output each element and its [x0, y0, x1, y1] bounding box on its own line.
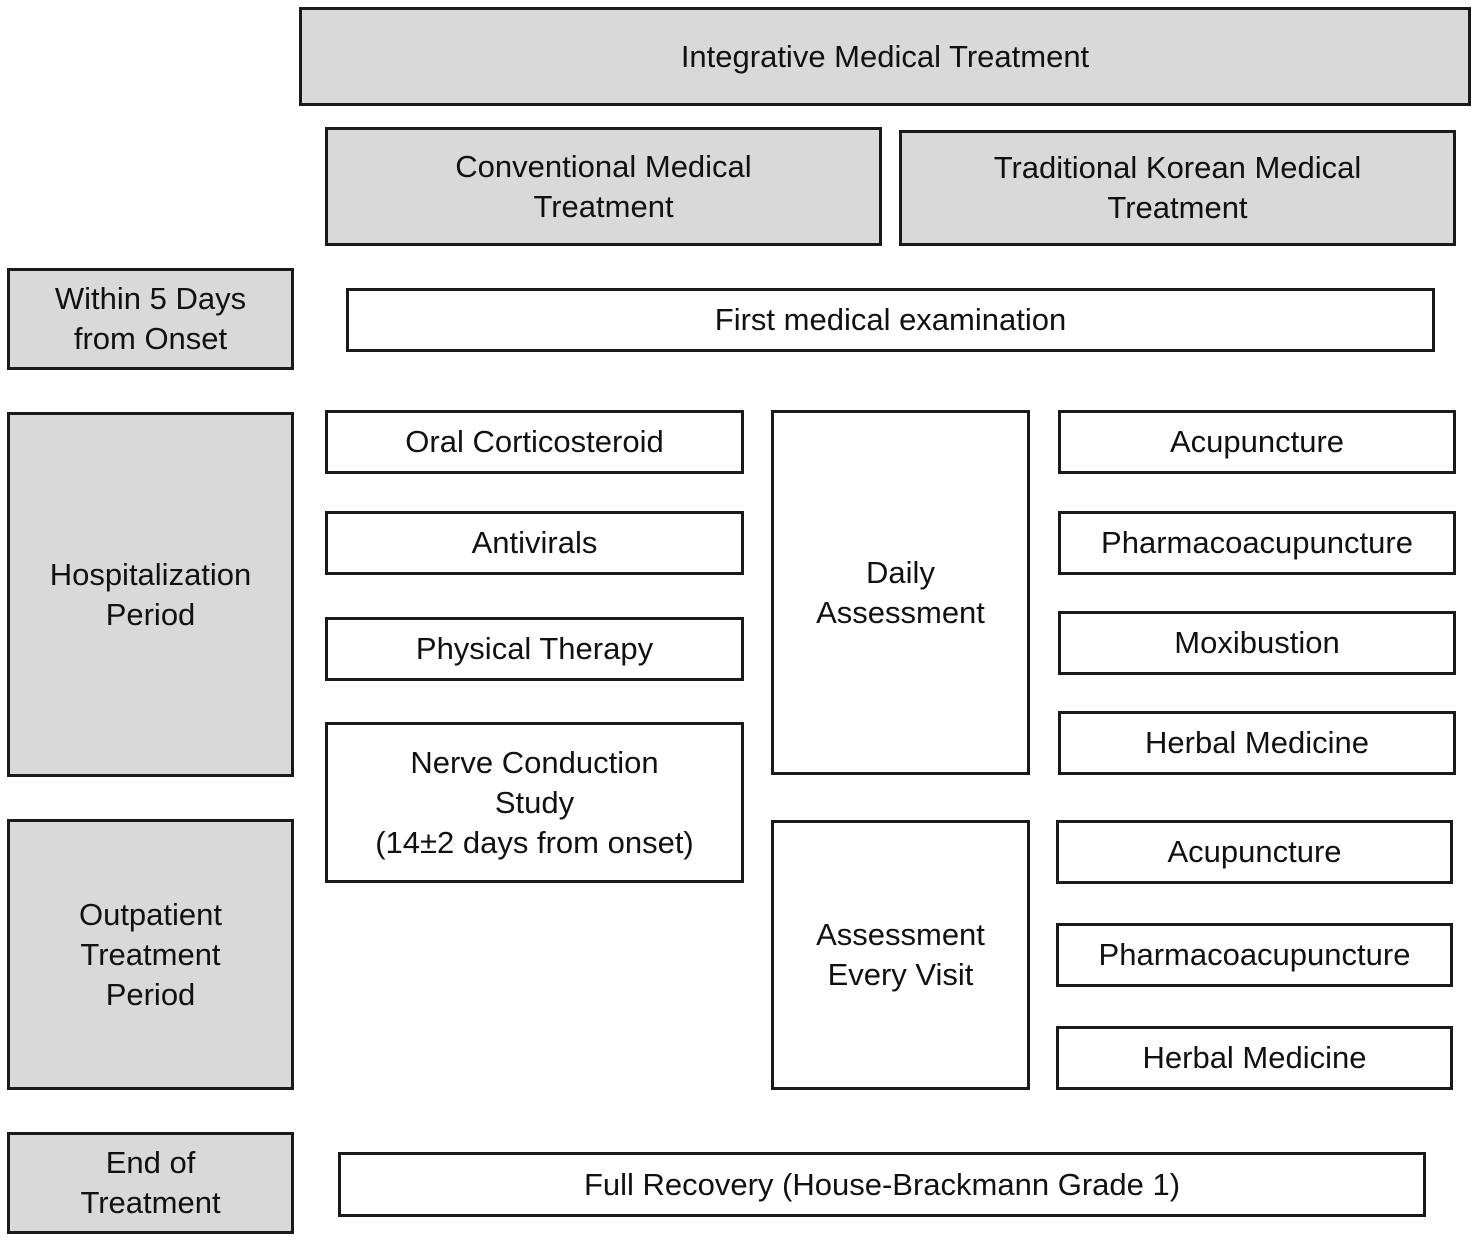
hospital-herbal-medicine-box: Herbal Medicine: [1058, 711, 1456, 775]
phase-end-label: End of Treatment: [80, 1145, 221, 1220]
first-exam-label: First medical examination: [714, 302, 1067, 337]
nerve-conduction-study-label: Nerve Conduction Study (14±2 days from o…: [375, 744, 694, 860]
hospital-acupuncture-label: Acupuncture: [1169, 424, 1345, 459]
full-recovery-box: Full Recovery (House-Brackmann Grade 1): [338, 1152, 1426, 1217]
outpatient-acupuncture-box: Acupuncture: [1056, 820, 1453, 884]
traditional-korean-treatment-label: Traditional Korean Medical Treatment: [993, 150, 1362, 225]
hospital-pharmacoacupuncture-box: Pharmacoacupuncture: [1058, 511, 1456, 575]
integrative-treatment-header: Integrative Medical Treatment: [299, 7, 1471, 106]
physical-therapy-label: Physical Therapy: [415, 631, 654, 666]
oral-corticosteroid-label: Oral Corticosteroid: [405, 424, 664, 459]
outpatient-herbal-medicine-label: Herbal Medicine: [1142, 1040, 1367, 1075]
phase-hospitalization: Hospitalization Period: [7, 412, 294, 777]
hospital-moxibustion-label: Moxibustion: [1174, 625, 1340, 660]
full-recovery-label: Full Recovery (House-Brackmann Grade 1): [583, 1166, 1181, 1202]
physical-therapy-box: Physical Therapy: [325, 617, 744, 681]
daily-assessment-label: Daily Assessment: [816, 554, 985, 630]
outpatient-herbal-medicine-box: Herbal Medicine: [1056, 1026, 1453, 1090]
phase-hospitalization-label: Hospitalization Period: [49, 556, 252, 632]
phase-onset: Within 5 Days from Onset: [7, 268, 294, 370]
outpatient-acupuncture-label: Acupuncture: [1167, 834, 1342, 869]
hospital-moxibustion-box: Moxibustion: [1058, 611, 1456, 675]
antivirals-label: Antivirals: [471, 525, 598, 560]
antivirals-box: Antivirals: [325, 511, 744, 575]
phase-outpatient: Outpatient Treatment Period: [7, 819, 294, 1090]
nerve-conduction-study-box: Nerve Conduction Study (14±2 days from o…: [325, 722, 744, 883]
conventional-treatment-header: Conventional Medical Treatment: [325, 127, 882, 246]
phase-outpatient-label: Outpatient Treatment Period: [78, 896, 223, 1012]
phase-onset-label: Within 5 Days from Onset: [54, 281, 247, 356]
daily-assessment-box: Daily Assessment: [771, 410, 1030, 775]
integrative-treatment-label: Integrative Medical Treatment: [680, 38, 1090, 74]
hospital-pharmacoacupuncture-label: Pharmacoacupuncture: [1101, 525, 1413, 560]
assessment-every-visit-box: Assessment Every Visit: [771, 820, 1030, 1090]
first-medical-examination: First medical examination: [346, 288, 1435, 352]
phase-end-of-treatment: End of Treatment: [7, 1132, 294, 1234]
traditional-korean-treatment-header: Traditional Korean Medical Treatment: [899, 130, 1456, 246]
conventional-treatment-label: Conventional Medical Treatment: [455, 148, 752, 224]
outpatient-pharmacoacupuncture-box: Pharmacoacupuncture: [1056, 923, 1453, 987]
oral-corticosteroid-box: Oral Corticosteroid: [325, 410, 744, 474]
hospital-herbal-medicine-label: Herbal Medicine: [1145, 725, 1369, 760]
assessment-every-visit-label: Assessment Every Visit: [816, 917, 985, 992]
hospital-acupuncture-box: Acupuncture: [1058, 410, 1456, 474]
outpatient-pharmacoacupuncture-label: Pharmacoacupuncture: [1098, 937, 1411, 972]
